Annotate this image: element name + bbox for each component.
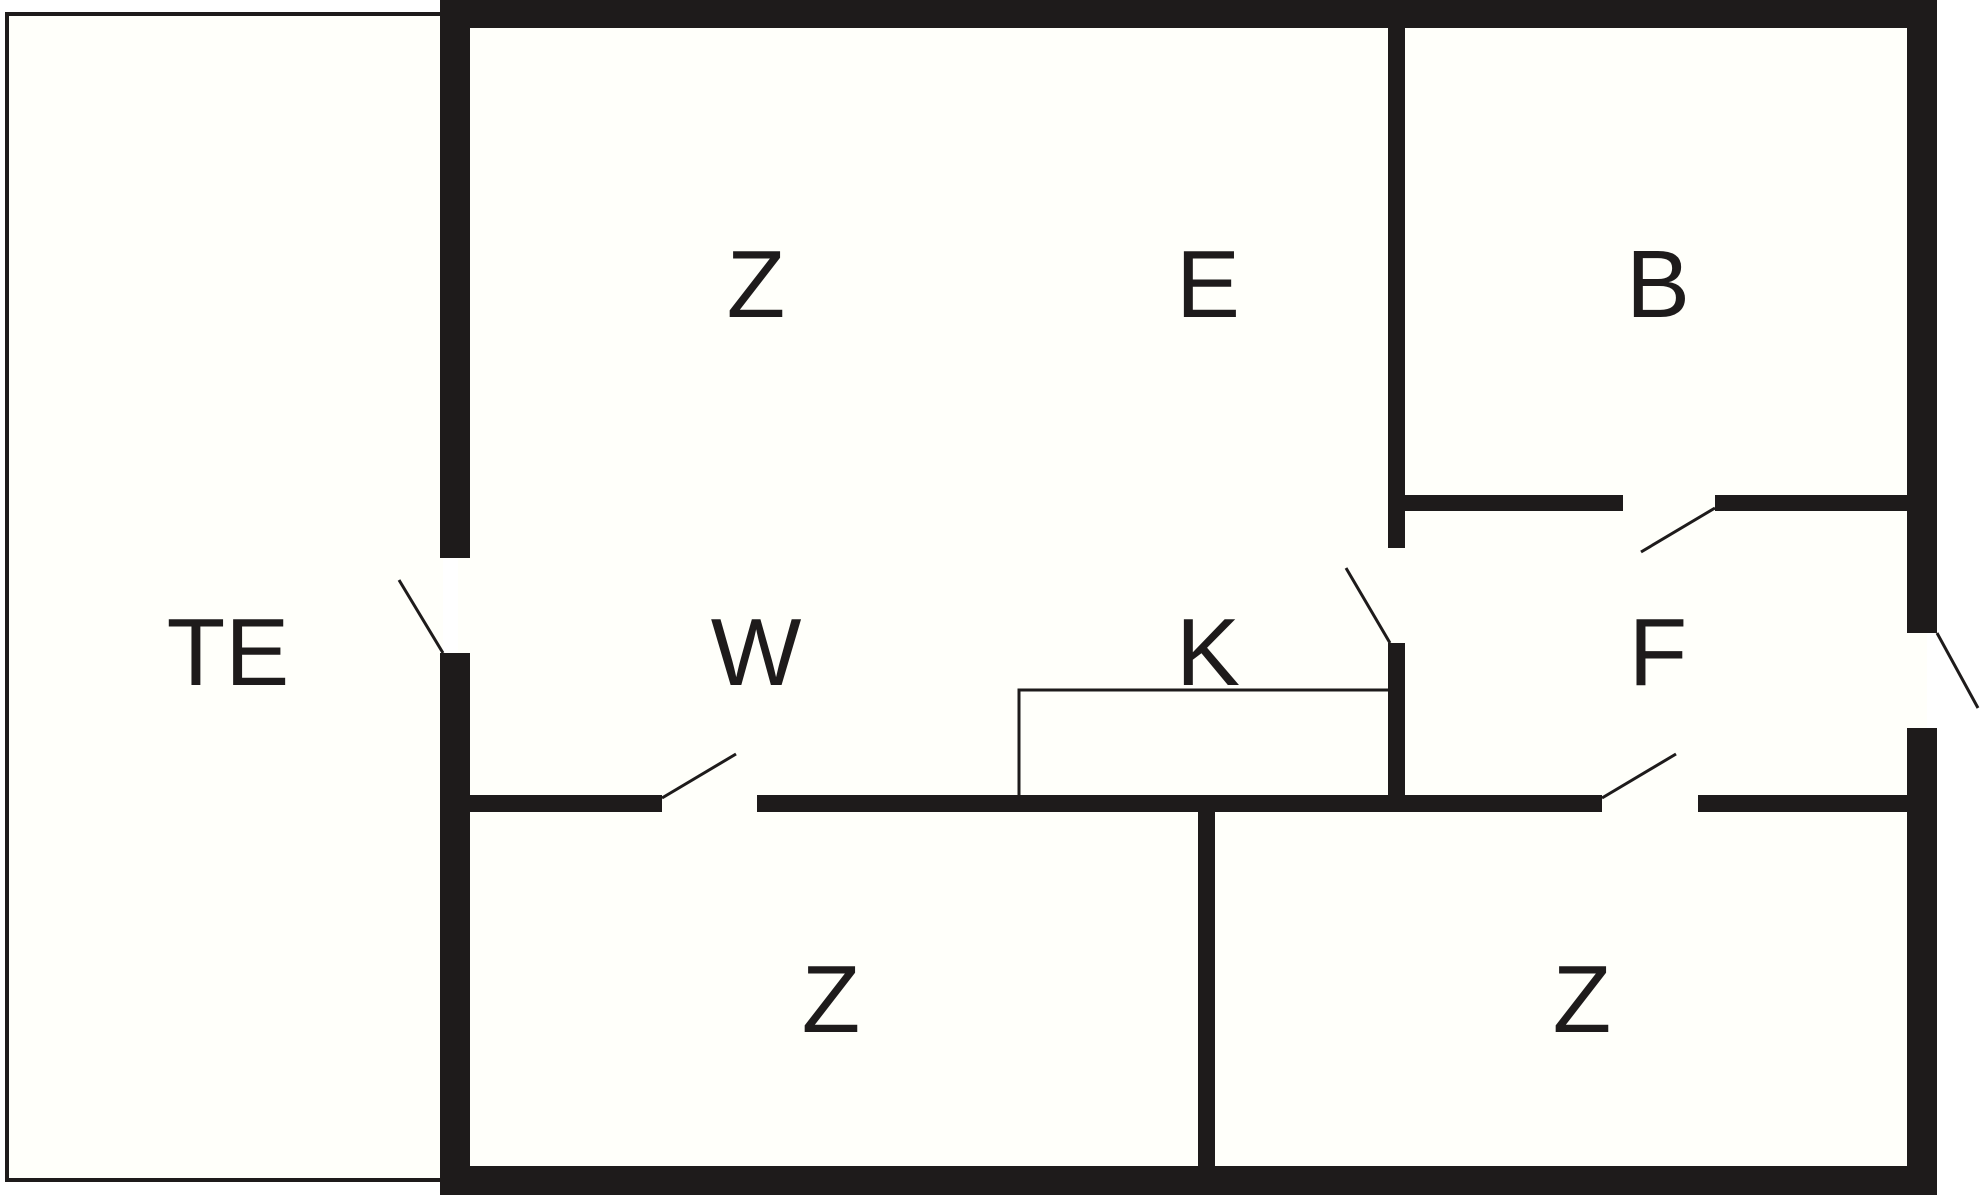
label-living-w: W (711, 599, 802, 706)
wall-right-upper (1907, 0, 1937, 633)
kitchen-counter (1017, 688, 1390, 797)
wall-living-bath-upper (1388, 28, 1405, 548)
wall-bottom (440, 1166, 1937, 1195)
interior-walls (470, 28, 1907, 1166)
wall-left-upper (440, 0, 470, 558)
label-terrace: TE (167, 599, 290, 706)
outer-walls (440, 0, 1937, 1195)
wall-bath-hall-left (1405, 495, 1623, 511)
wall-living-hall-lower (1388, 643, 1405, 798)
room-labels: TE Z E W K B F Z Z (167, 231, 1690, 1053)
wall-middle-seg2 (757, 795, 1602, 812)
label-living-e: E (1176, 231, 1240, 338)
doors (397, 506, 1980, 800)
door-bathroom (1640, 506, 1716, 554)
label-living-k: K (1176, 599, 1240, 706)
wall-top (440, 0, 1937, 28)
wall-left-lower (440, 653, 470, 1195)
wall-bath-hall-right (1715, 495, 1907, 511)
interior-floor (458, 14, 1927, 1180)
door-bedroom-left (661, 752, 737, 800)
label-bedroom-right: Z (1553, 946, 1612, 1053)
wall-bedrooms-divider (1198, 812, 1215, 1166)
label-hall: F (1629, 599, 1688, 706)
door-entrance (1935, 632, 1980, 709)
wall-middle-seg3 (1698, 795, 1907, 812)
terrace-outline (5, 12, 443, 1182)
wall-middle-seg1 (470, 795, 662, 812)
label-living-z: Z (727, 231, 786, 338)
door-terrace (397, 579, 445, 654)
terrace-floor (7, 14, 443, 1180)
door-bedroom-right (1601, 752, 1677, 800)
label-bathroom: B (1626, 231, 1690, 338)
label-bedroom-left: Z (802, 946, 861, 1053)
wall-right-lower (1907, 728, 1937, 1195)
door-living-hall (1344, 567, 1392, 644)
